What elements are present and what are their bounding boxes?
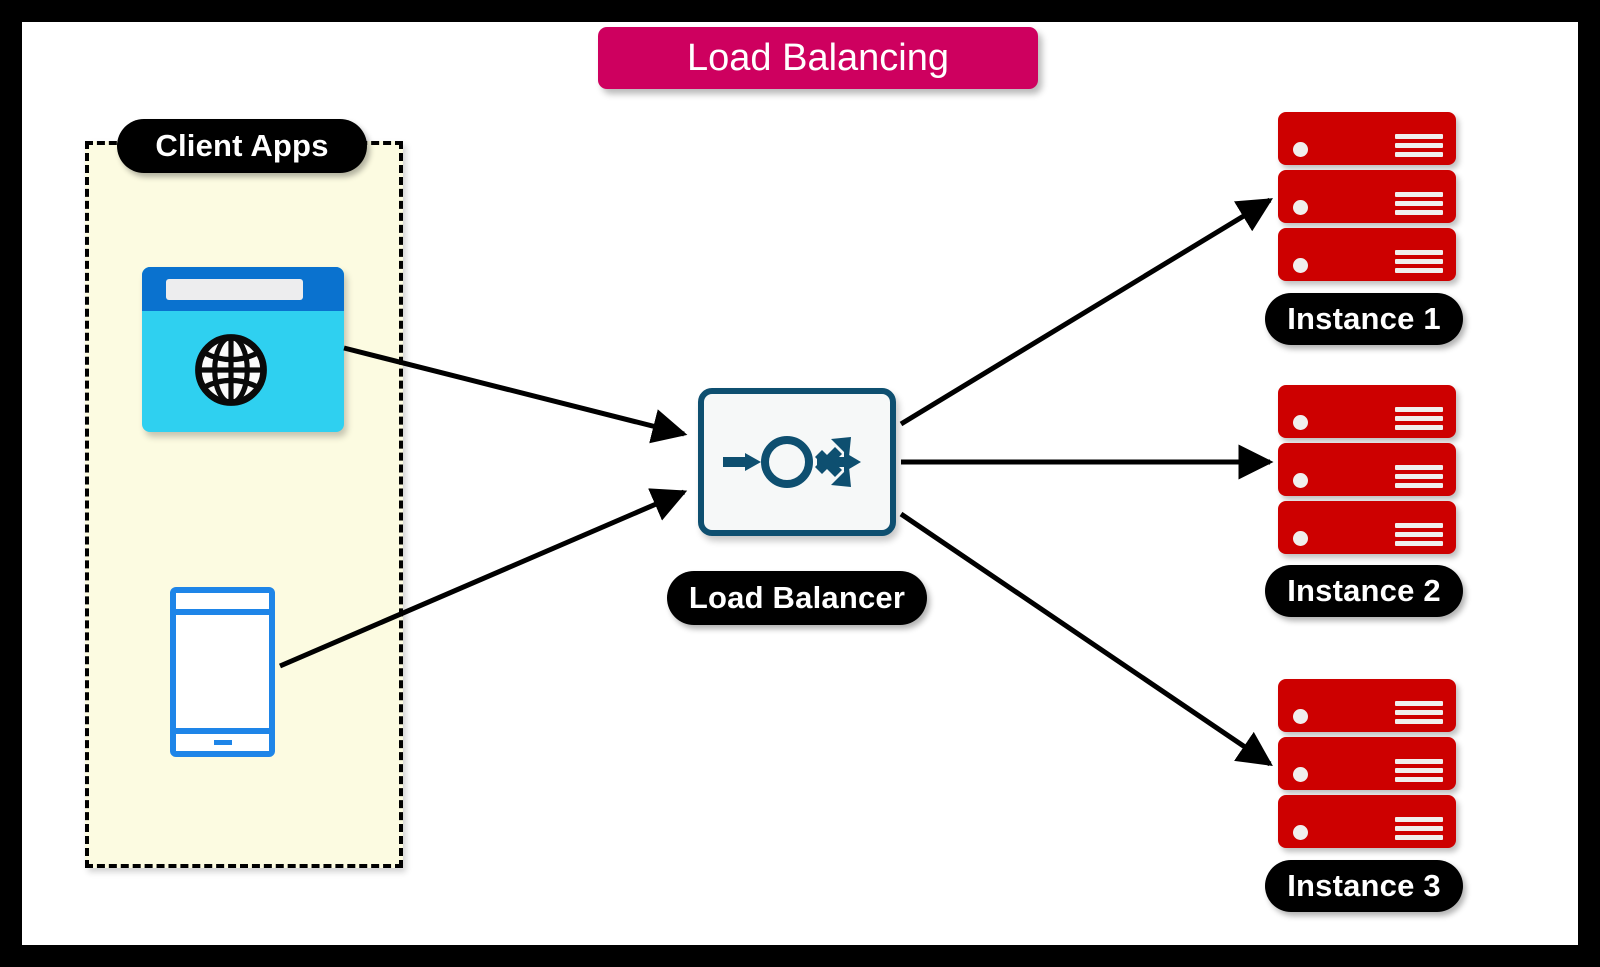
server-unit <box>1278 795 1456 848</box>
server-vents-icon <box>1395 134 1443 161</box>
server-unit <box>1278 679 1456 732</box>
server-vents-icon <box>1395 192 1443 219</box>
server-led-icon <box>1293 825 1308 840</box>
load-balancer-distribute-icon <box>723 436 861 488</box>
instance-2-label: Instance 2 <box>1265 565 1463 617</box>
arrow-lb-to-instance-3 <box>899 511 1273 767</box>
server-unit <box>1278 112 1456 165</box>
server-led-icon <box>1293 709 1308 724</box>
instance-3-label: Instance 3 <box>1265 860 1463 912</box>
server-vents-icon <box>1395 817 1443 844</box>
server-stack-instance-2[interactable] <box>1278 385 1456 559</box>
load-balancer-label: Load Balancer <box>667 571 927 625</box>
globe-icon <box>195 334 267 406</box>
server-led-icon <box>1293 200 1308 215</box>
server-unit <box>1278 228 1456 281</box>
server-vents-icon <box>1395 465 1443 492</box>
server-led-icon <box>1293 767 1308 782</box>
server-led-icon <box>1293 473 1308 488</box>
client-apps-label: Client Apps <box>117 119 367 173</box>
server-stack-instance-1[interactable] <box>1278 112 1456 286</box>
load-balancer-box[interactable] <box>698 388 896 536</box>
server-stack-instance-3[interactable] <box>1278 679 1456 853</box>
server-unit <box>1278 170 1456 223</box>
instance-1-label: Instance 1 <box>1265 293 1463 345</box>
arrow-lb-to-instance-1 <box>899 197 1273 427</box>
mobile-phone-icon[interactable] <box>170 587 275 757</box>
server-vents-icon <box>1395 523 1443 550</box>
server-unit <box>1278 385 1456 438</box>
server-led-icon <box>1293 531 1308 546</box>
page-title: Load Balancing <box>598 27 1038 89</box>
server-led-icon <box>1293 258 1308 273</box>
server-vents-icon <box>1395 250 1443 277</box>
browser-window-icon[interactable] <box>142 267 344 432</box>
diagram-canvas: Load Balancing Client Apps <box>22 22 1578 945</box>
server-led-icon <box>1293 415 1308 430</box>
server-unit <box>1278 501 1456 554</box>
server-vents-icon <box>1395 701 1443 728</box>
server-unit <box>1278 737 1456 790</box>
server-vents-icon <box>1395 759 1443 786</box>
browser-address-bar <box>166 279 303 300</box>
server-vents-icon <box>1395 407 1443 434</box>
client-apps-group <box>85 141 403 868</box>
server-unit <box>1278 443 1456 496</box>
server-led-icon <box>1293 142 1308 157</box>
